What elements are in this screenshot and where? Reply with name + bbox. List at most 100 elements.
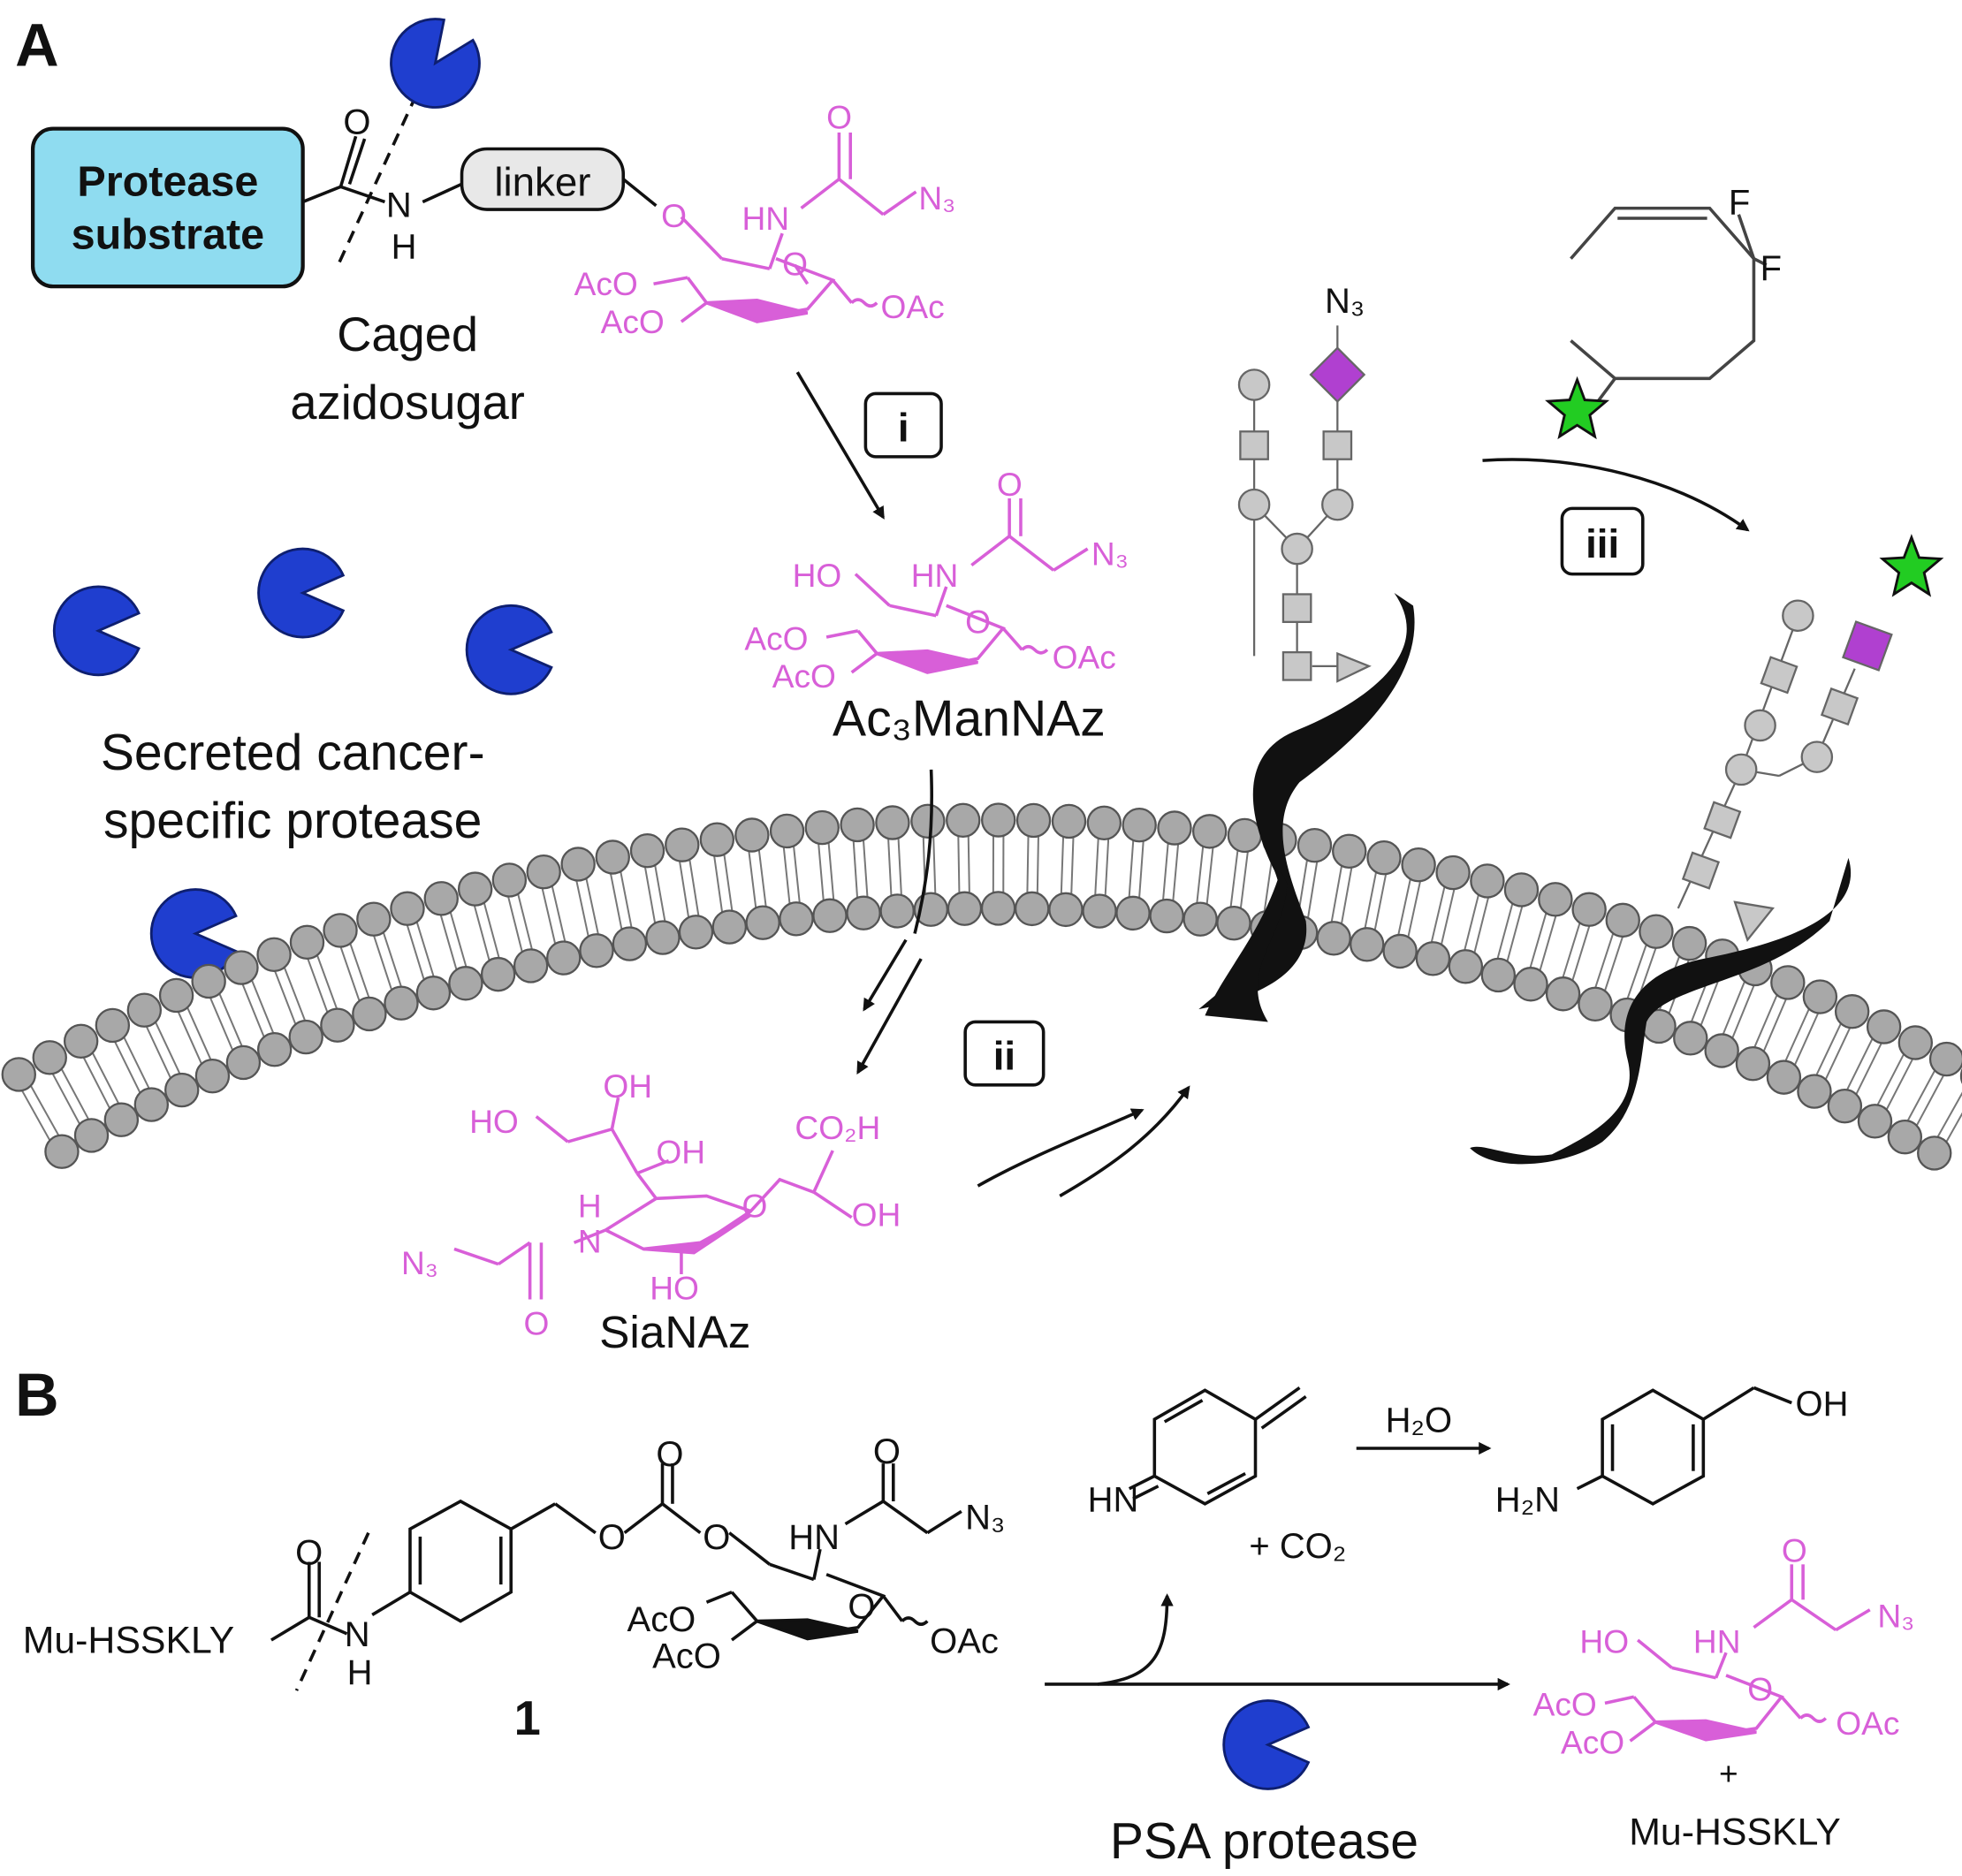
lipid-head — [1735, 1045, 1771, 1082]
lipid-tail — [1373, 873, 1388, 931]
protease-pacman-icon — [52, 585, 141, 677]
glycoprotein-azide — [1198, 325, 1415, 1022]
lipid-tail — [1397, 878, 1411, 936]
lipid-tail — [177, 1011, 203, 1065]
lipid-head — [1857, 1104, 1893, 1139]
lipid-tail — [1172, 843, 1180, 902]
sia-n: N — [578, 1223, 602, 1260]
lipid-tail — [1793, 1012, 1820, 1067]
lipid-tail — [1364, 871, 1378, 929]
lipid-tail — [1906, 1069, 1936, 1122]
lipid-tail — [1594, 932, 1615, 989]
labeled-glycoprotein — [1470, 599, 1893, 1165]
product-n3: N₃ — [1877, 1598, 1914, 1635]
lipid-head — [1115, 895, 1151, 931]
lipid-tail — [1784, 1007, 1811, 1062]
compound1-amide-h: H — [347, 1653, 373, 1692]
quinone-methide-imine — [1128, 1386, 1307, 1506]
lipid-head — [1297, 828, 1333, 863]
lipid-tail — [723, 854, 734, 912]
lipid-head — [526, 854, 561, 890]
caged-sugar-aco1: AcO — [574, 265, 638, 302]
lipid-tail — [575, 879, 589, 938]
lipid-head — [1350, 927, 1385, 962]
lipid-head — [699, 822, 735, 857]
lipid-head — [769, 813, 805, 849]
lipid-tail — [372, 935, 393, 991]
lipid-head — [1887, 1119, 1923, 1155]
lipid-tail — [20, 1090, 51, 1142]
step-i-label: i — [898, 406, 909, 451]
lipid-head — [158, 977, 194, 1014]
caged-amide-bond — [301, 94, 466, 266]
lipid-head — [629, 833, 665, 869]
lipid-tail — [932, 836, 937, 894]
compound1-ring-o: O — [848, 1588, 875, 1627]
sia-oh-top: OH — [603, 1067, 652, 1105]
lipid-tail — [1762, 998, 1788, 1052]
lipid-head — [980, 891, 1016, 926]
substrate-label-line1: Protease — [77, 157, 258, 205]
amide-o: O — [343, 103, 370, 141]
sia-co2h: CO₂H — [795, 1109, 880, 1146]
lipid-head — [513, 948, 549, 984]
compound1-amide-o: O — [295, 1533, 323, 1572]
lipid-head — [1917, 1135, 1952, 1171]
lipid-tail — [449, 911, 468, 968]
lipid-tail — [541, 887, 557, 945]
lipid-tail — [757, 849, 767, 908]
lipid-tail — [339, 946, 361, 1002]
sialic-acid-diamond-icon — [1309, 346, 1366, 403]
ac3-ring-o: O — [965, 604, 991, 641]
lipid-tail — [1330, 865, 1343, 923]
peptide-product-label: Mu-HSSKLY — [1629, 1811, 1841, 1853]
caged-label-line1: Caged — [337, 308, 478, 361]
lipid-head — [415, 976, 452, 1011]
lipid-head — [164, 1072, 200, 1108]
lipid-tail — [1464, 893, 1480, 952]
lipid-tail — [439, 914, 458, 971]
ac3mannaz-structure — [825, 497, 1089, 674]
lipid-head — [288, 1019, 323, 1055]
product-plus: + — [1719, 1755, 1738, 1792]
green-star-fluorophore-icon — [1881, 535, 1943, 596]
lipid-tail — [186, 1006, 212, 1061]
lipid-tail — [349, 943, 370, 999]
step-iii-box: iii — [1560, 506, 1645, 576]
step-iii-label: iii — [1586, 521, 1619, 566]
aminobenzyl-alcohol — [1576, 1386, 1792, 1506]
secreted-label-line2: specific protease — [103, 793, 482, 849]
lipid-tail — [1496, 902, 1514, 960]
sia-ho: HO — [469, 1103, 519, 1140]
product-aco2: AcO — [1561, 1723, 1624, 1760]
dbco-f2: F — [1760, 249, 1782, 288]
aminobenzyl-h2n: H₂N — [1495, 1480, 1560, 1519]
imine-hn: HN — [1088, 1480, 1139, 1519]
lipid-tail — [60, 1067, 90, 1120]
lipid-head — [1671, 925, 1707, 961]
carbonate-o-top: O — [656, 1435, 683, 1474]
panel-a-letter: A — [15, 11, 58, 79]
lipid-head — [1157, 810, 1192, 846]
lipid-tail — [852, 839, 859, 899]
lipid-head — [1766, 1060, 1802, 1095]
lipid-tail — [688, 858, 700, 917]
lipid-head — [1227, 817, 1263, 854]
lipid-head — [1470, 863, 1505, 899]
lipid-head — [840, 807, 875, 843]
lipid-tail — [1603, 936, 1624, 992]
lipid-tail — [862, 839, 869, 898]
lipid-head — [1149, 898, 1184, 934]
ac3-carbonyl-o: O — [997, 466, 1023, 503]
lipid-head — [384, 985, 419, 1021]
linker-label: linker — [494, 159, 590, 204]
lipid-head — [579, 933, 614, 968]
compound1-hn: HN — [788, 1518, 840, 1557]
lipid-tail — [1407, 880, 1422, 938]
compound1-n3: N₃ — [965, 1498, 1005, 1537]
protease-pacman-icon — [372, 3, 497, 126]
caged-sugar-n3: N₃ — [918, 179, 955, 216]
dbco-f1: F — [1729, 184, 1750, 223]
compound1-aco2: AcO — [652, 1637, 721, 1675]
